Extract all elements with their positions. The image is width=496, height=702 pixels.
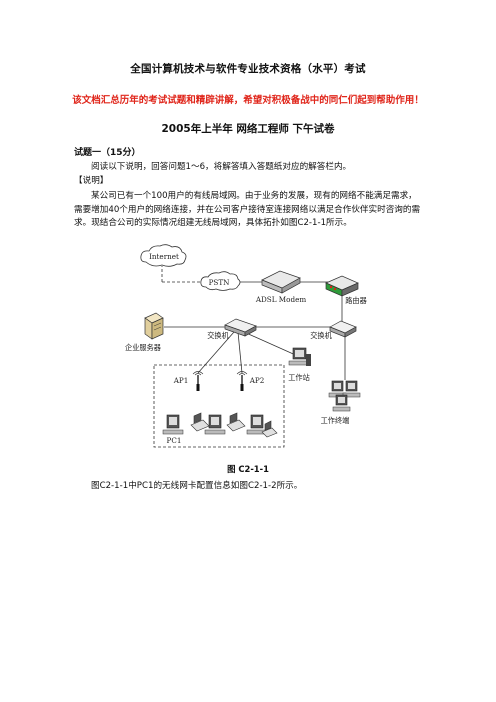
work-terminal-icon [332,394,351,412]
switch2-label: 交换机 [310,331,332,340]
wireless-client-pc1-icon [162,414,184,435]
ap1-label: AP1 [173,376,189,385]
internet-cloud-icon [140,244,187,267]
router-icon [325,275,359,297]
network-topology-diagram: Internet PSTN ADSL Modem 路由器 [125,244,367,448]
switch-icon [224,318,257,337]
wireless-client-icon [204,414,226,435]
notice-banner: 该文档汇总历年的考试试题和精辟讲解，希望对积极备战中的同仁们起到帮助作用！ [72,95,424,106]
ap2-label: AP2 [249,376,265,385]
connection-lines [161,266,346,380]
ap1-antenna-icon [192,371,204,391]
figure-caption: 图 C2-1-1 [227,464,269,474]
server-icon [144,312,164,340]
description-heading: 【说明】 [74,176,109,186]
question-heading: 试题一（15分） [74,148,141,158]
pc1-label: PC1 [167,436,182,445]
switch1-label: 交换机 [207,331,229,340]
wireless-area-boundary [153,364,285,448]
pstn-label: PSTN [209,278,230,287]
ap2-antenna-icon [236,371,248,391]
adsl-modem-label: ADSL Modem [255,295,306,304]
workstation-icon [288,347,311,366]
document-title: 全国计算机技术与软件专业技术资格（水平）考试 [130,63,366,75]
switch-workstation-line [243,331,301,358]
server-label: 企业服务器 [125,343,161,352]
switch-ap2-line [237,331,243,374]
laptop-icon [226,412,246,432]
laptop-icon [190,412,210,432]
adsl-modem-icon [261,270,301,294]
workstation-label: 工作站 [288,373,310,382]
pstn-cloud-icon [200,271,241,291]
router-label: 路由器 [345,296,367,305]
question-intro: 阅读以下说明，回答问题1～6，将解答填入答题纸对应的解答栏内。 [91,162,352,172]
description-text: 某公司已有一个100用户的有线局域网。由于业务的发展，现有的网络不能满足需求，需… [74,191,421,229]
work-terminal-icon [342,380,361,398]
internet-label: Internet [149,252,179,261]
switch-icon [329,320,357,338]
terminals-label: 工作终端 [321,416,350,425]
exam-title: 2005年上半年 网络工程师 下午试卷 [161,123,335,135]
after-figure-text: 图C2-1-1中PC1的无线网卡配置信息如图C2-1-2所示。 [91,481,303,491]
switch-ap1-line [197,331,235,374]
laptop-icon [261,420,278,438]
